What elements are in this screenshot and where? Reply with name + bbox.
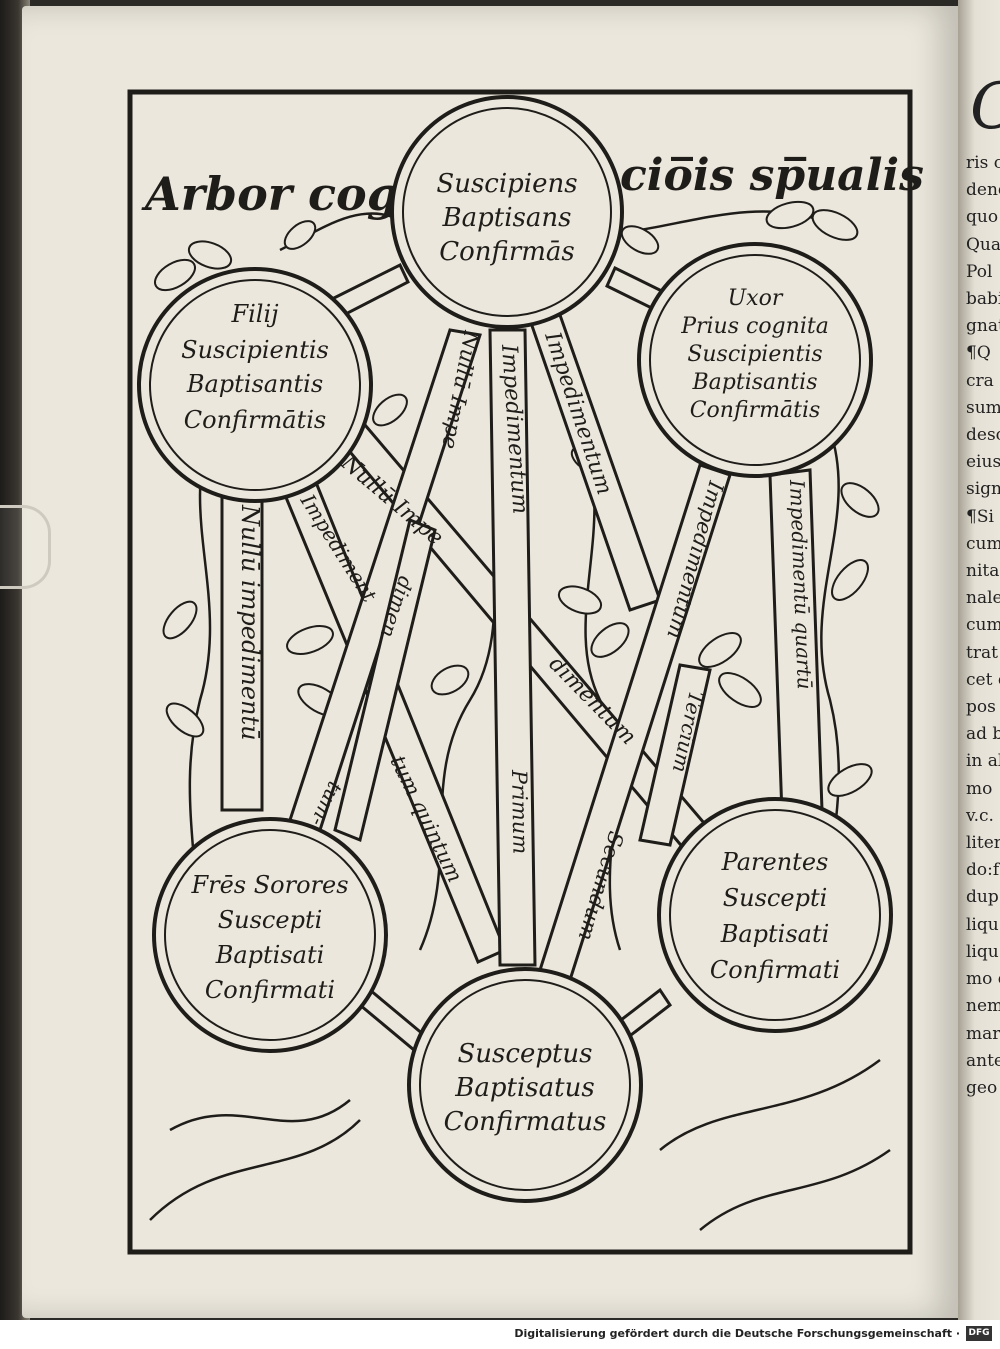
right-page-line: signi — [966, 479, 1000, 500]
node-upper-right-line-1: Uxor — [728, 286, 784, 311]
node-circles — [137, 95, 893, 1203]
node-bottom-line-1: Susceptus — [457, 1039, 592, 1069]
node-top-line-3: Confirmās — [439, 237, 575, 267]
node-lower-left-line-3: Baptisati — [215, 941, 325, 969]
footer-credit: Digitalisierung gefördert durch die Deut… — [514, 1327, 960, 1340]
right-page-line: Qua — [966, 234, 1000, 255]
right-page-line: v.c. — [966, 805, 994, 826]
node-lower-right-line-1: Parentes — [721, 848, 829, 876]
right-page-line: mo c — [966, 969, 1000, 990]
node-lower-right — [657, 797, 893, 1033]
right-page-line: dup — [966, 887, 999, 908]
right-page-line: in al — [966, 751, 1000, 772]
right-page-line: mo — [966, 778, 993, 799]
node-upper-left-line-2: Suscipientis — [181, 336, 329, 364]
node-lower-right-line-3: Baptisati — [720, 920, 830, 948]
node-upper-left — [137, 267, 373, 503]
page-clip — [0, 505, 51, 589]
right-page-line: trat — [966, 642, 998, 663]
right-page-line: ris c — [966, 153, 1000, 173]
right-page-line: liter — [966, 833, 1000, 854]
node-bottom — [407, 967, 643, 1203]
right-page-line: cum — [966, 615, 1000, 636]
digitization-footer: Digitalisierung gefördert durch die Deut… — [0, 1320, 1000, 1349]
right-page-line: pos — [966, 697, 996, 718]
node-lower-right-line-2: Suscepti — [723, 884, 828, 912]
right-page-line: mar — [966, 1023, 1000, 1044]
right-page-line: geo — [966, 1077, 998, 1098]
node-upper-left-line-3: Baptisantis — [186, 370, 323, 398]
right-page-line: eius — [966, 452, 1000, 473]
node-upper-left-line-4: Confirmātis — [184, 406, 326, 434]
band-label-nullum-left: Nullū impedimentū — [236, 504, 264, 741]
woodcut-border — [127, 89, 913, 1255]
node-lower-left-line-1: Frēs Sorores — [190, 871, 348, 899]
right-page-line: nem — [966, 996, 1000, 1017]
right-page-line: ¶Q — [966, 343, 991, 364]
right-page-line: nita — [966, 561, 1000, 582]
node-upper-right-line-2: Prius cognita — [680, 314, 829, 339]
node-lower-left-line-4: Confirmati — [205, 976, 335, 1004]
node-lower-right-line-4: Confirmati — [710, 956, 840, 984]
node-upper-right-line-5: Confirmātis — [690, 398, 821, 423]
right-page-line: ad b — [966, 724, 1000, 745]
right-page-line: cum — [966, 533, 1000, 554]
node-lower-left-line-2: Suscepti — [218, 906, 323, 934]
right-page-line: cet c — [966, 669, 1000, 690]
right-page-line: desc — [966, 425, 1000, 446]
right-page-line: Pol — [966, 261, 993, 282]
right-page-line: cra — [966, 370, 994, 391]
right-page-line: liqu — [966, 914, 999, 935]
right-page-line: dene — [966, 180, 1000, 201]
node-lower-left — [152, 817, 388, 1053]
band-label-primum: Primum — [507, 769, 533, 855]
right-page-line: quo — [966, 207, 999, 228]
node-bottom-line-3: Confirmatus — [444, 1107, 607, 1137]
right-page-line: do:f — [966, 860, 1000, 881]
node-bottom-line-2: Baptisatus — [454, 1073, 594, 1103]
right-page-line: babi — [966, 289, 1000, 310]
right-page-line: nale — [966, 588, 1000, 609]
node-upper-right — [637, 242, 873, 478]
node-top — [390, 95, 624, 329]
band-label-impedimentum-top-right: Impedimentum — [539, 328, 617, 498]
leaf-cluster — [154, 200, 880, 797]
node-upper-right-line-4: Baptisantis — [692, 370, 818, 395]
right-page-line: sum — [966, 397, 1000, 418]
node-upper-right-line-3: Suscipientis — [687, 342, 822, 367]
node-top-line-2: Baptisans — [442, 203, 572, 233]
right-page-initial: C — [970, 70, 1000, 144]
dfg-logo: DFG — [966, 1326, 992, 1341]
node-upper-left-line-1: Filij — [230, 300, 279, 328]
right-page-line: gnat — [966, 316, 1000, 337]
title-right: cio̅is sp̅ualis — [620, 150, 924, 201]
connecting-bands — [220, 262, 824, 1058]
node-top-line-1: Suscipiens — [436, 169, 577, 199]
right-page-line: ante — [966, 1050, 1000, 1071]
right-page-line: liqu — [966, 941, 999, 962]
right-page-line: ¶Si — [966, 506, 994, 527]
